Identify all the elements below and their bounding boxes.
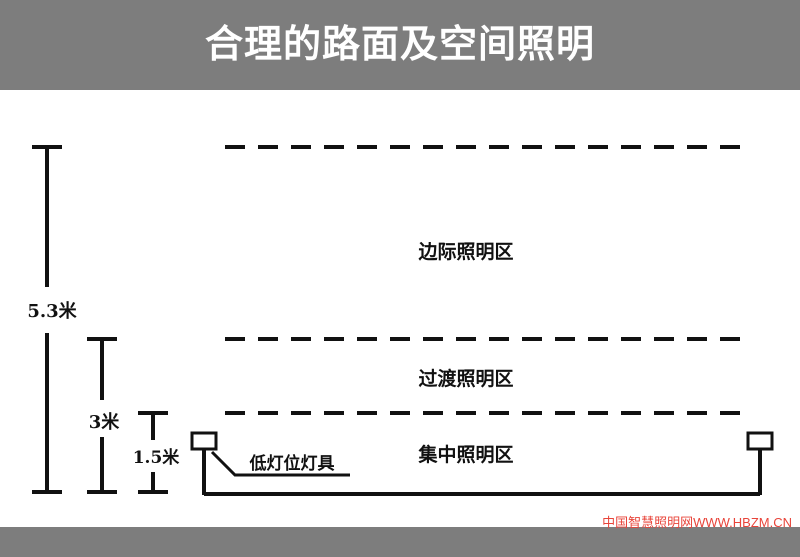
zone-label-focus: 集中照明区: [417, 443, 513, 466]
site-watermark: 中国智慧照明网WWW.HBZM.CN: [602, 515, 792, 530]
dimension-total: [32, 145, 62, 494]
right-fixture: [746, 431, 774, 495]
height-label-low: 1.5米: [133, 447, 181, 468]
height-label-total: 5.3米: [27, 300, 77, 322]
zone-label-transition: 过渡照明区: [418, 367, 513, 390]
dimension-low: [138, 411, 168, 494]
header-bar: 合理的路面及空间照明: [0, 0, 800, 90]
footer-bar: [0, 527, 800, 557]
zone-label-edge: 边际照明区: [417, 241, 513, 263]
dimension-mid: [87, 337, 117, 494]
fixture-label: 低灯位灯具: [249, 453, 335, 474]
page-title: 合理的路面及空间照明: [204, 22, 595, 66]
fixture-pointer: [210, 450, 350, 477]
left-fixture: [190, 431, 218, 495]
height-label-mid: 3米: [89, 411, 121, 433]
